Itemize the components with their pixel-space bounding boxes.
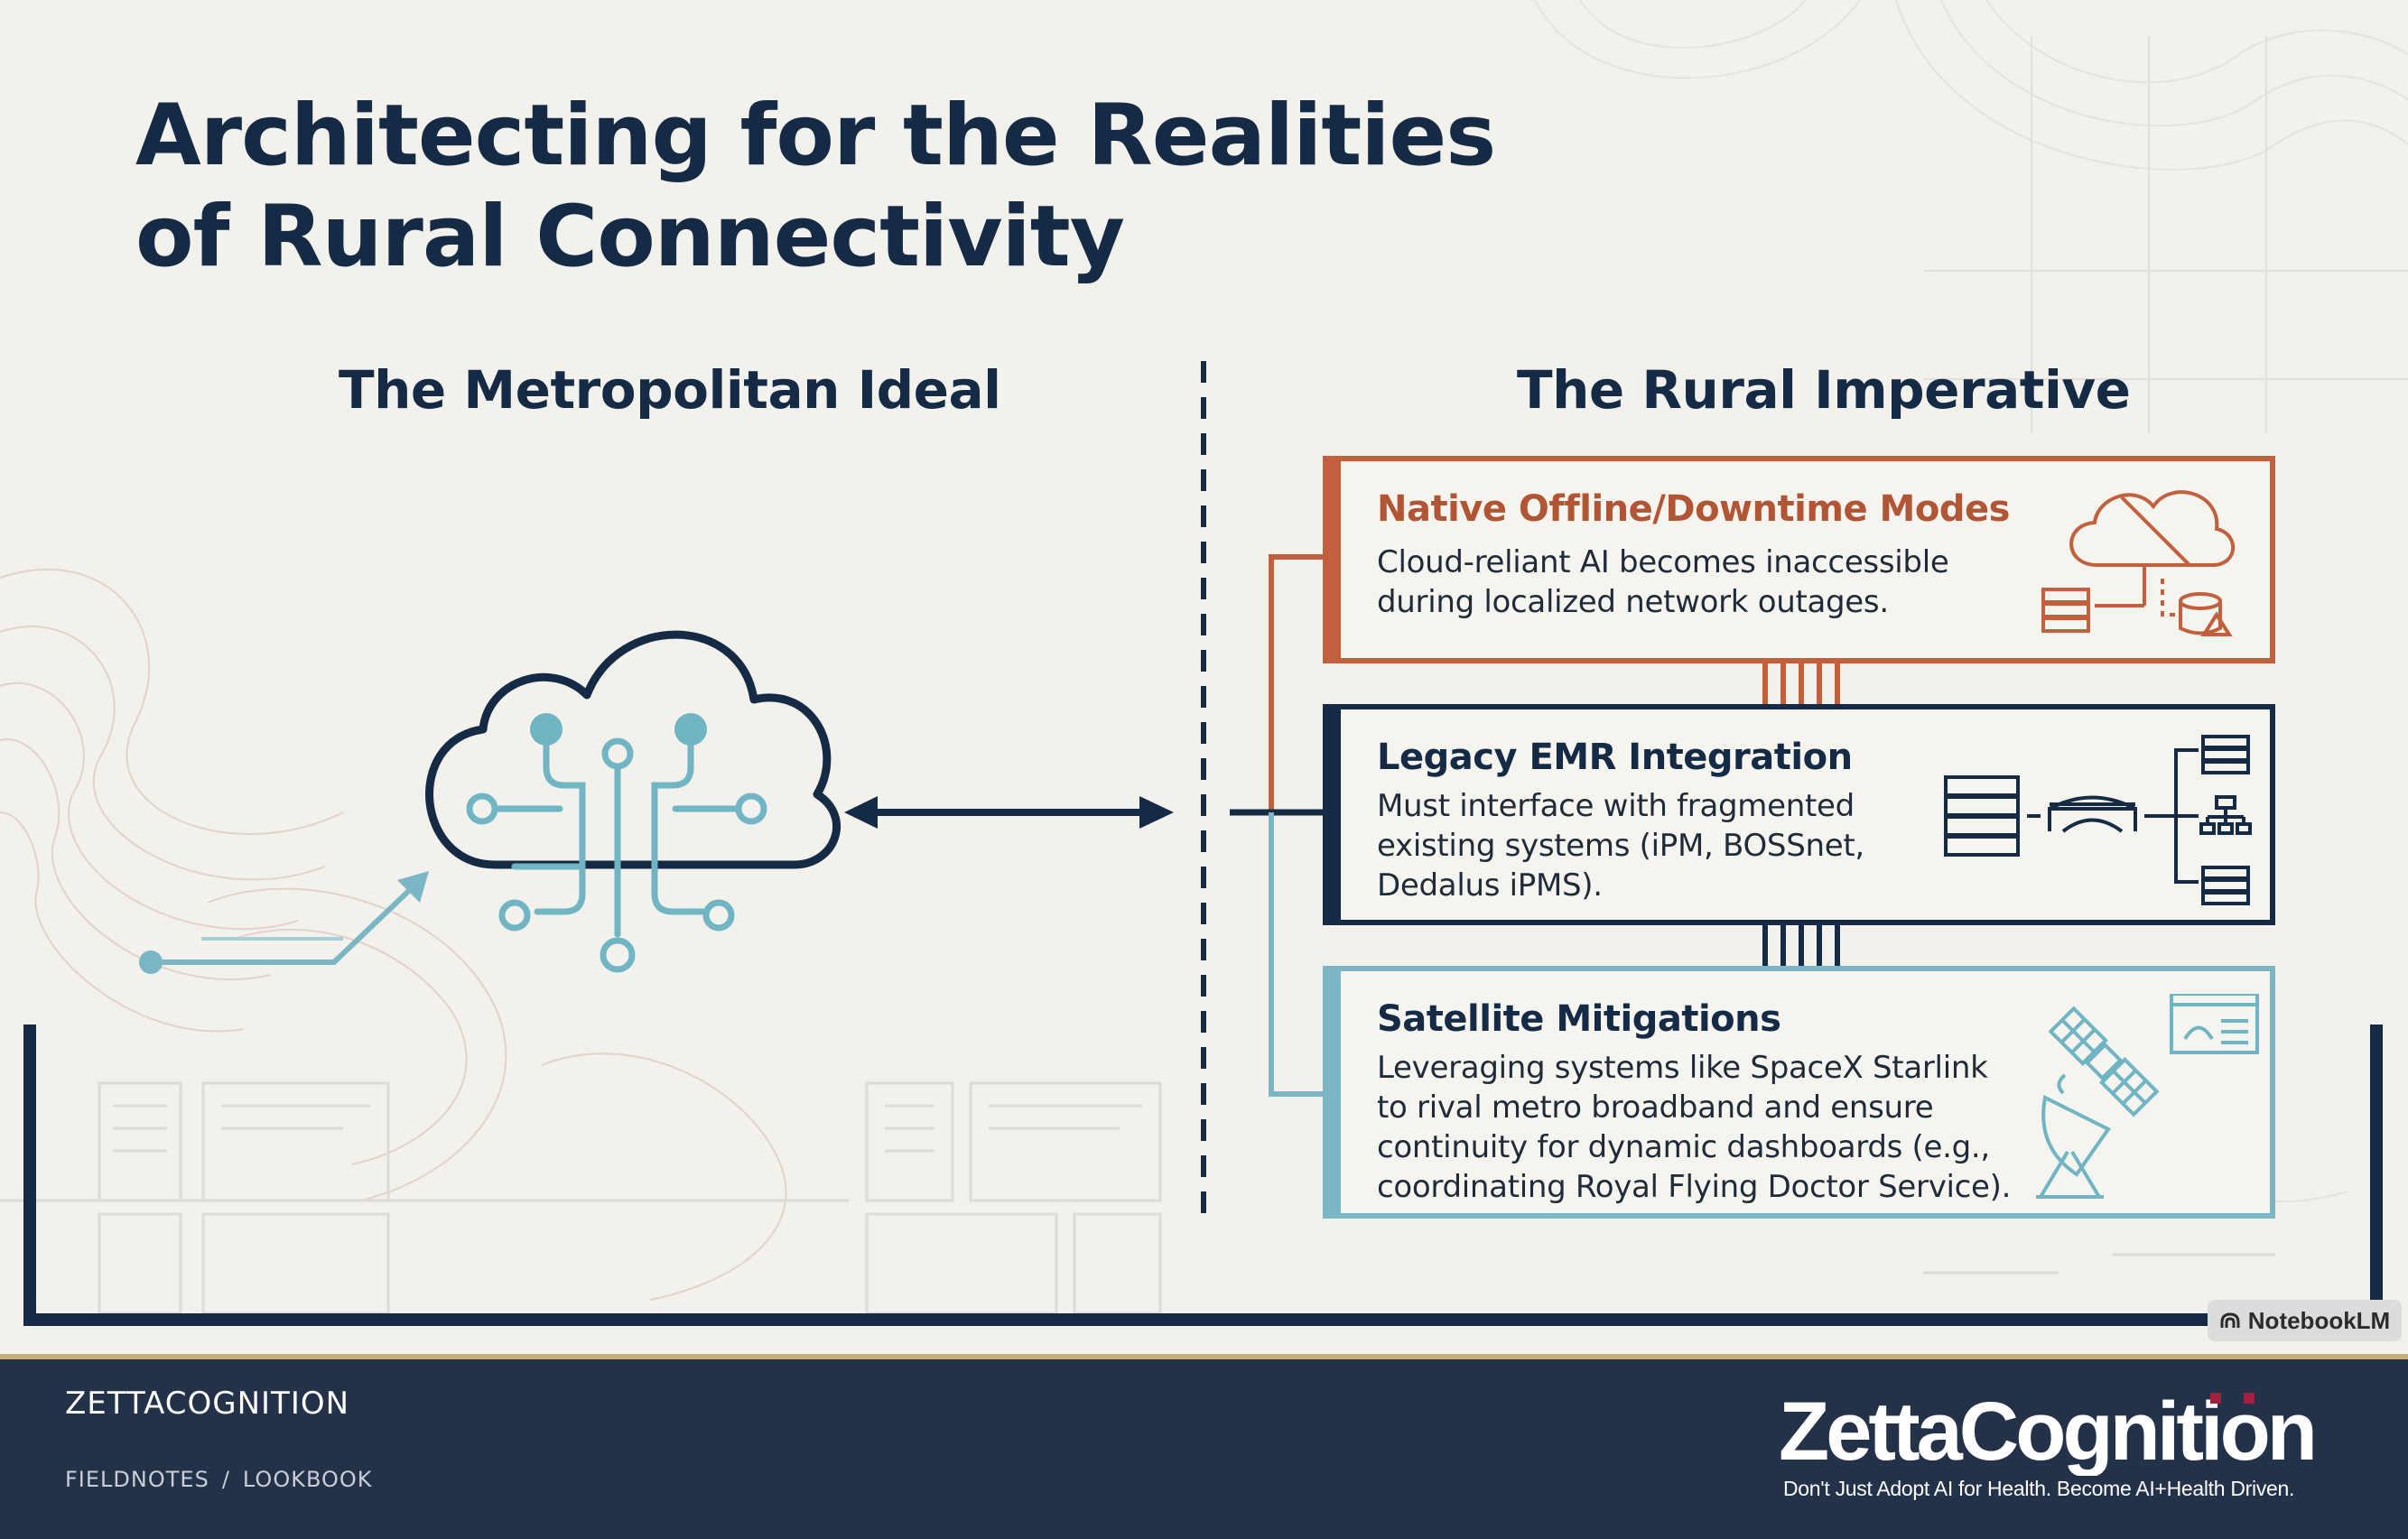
tagline: Don't Just Adopt AI for Health. Become A… bbox=[1783, 1477, 2295, 1500]
right-heading: The Rural Imperative bbox=[1517, 359, 2131, 421]
title-line-2: of Rural Connectivity bbox=[135, 188, 1125, 286]
watermark-label: NotebookLM bbox=[2247, 1306, 2391, 1334]
card-title: Satellite Mitigations bbox=[1377, 998, 1781, 1040]
bidirectional-arrow bbox=[844, 796, 1174, 829]
breadcrumb-fieldnotes[interactable]: FIELDNOTES bbox=[65, 1467, 209, 1492]
footer-bar bbox=[0, 1354, 2408, 1539]
satellite-icon bbox=[2036, 994, 2259, 1199]
brand-name: ZETTACOGNITION bbox=[65, 1386, 350, 1422]
card-legacy-emr: Legacy EMR Integration Must interface wi… bbox=[1323, 704, 2275, 925]
card-title: Legacy EMR Integration bbox=[1377, 737, 1853, 778]
title-line-1: Architecting for the Realities bbox=[135, 87, 1496, 185]
breadcrumb: FIELDNOTES / LOOKBOOK bbox=[65, 1467, 373, 1492]
slide: Architecting for the Realities of Rural … bbox=[0, 0, 2408, 1341]
zettacognition-logo: ZettaCognition bbox=[1779, 1386, 2318, 1476]
topographic-lines bbox=[0, 568, 787, 1301]
card-title: Native Offline/Downtime Modes bbox=[1377, 488, 2010, 530]
card-body: Leveraging systems like SpaceX Starlink … bbox=[1377, 1050, 2012, 1205]
notebooklm-watermark: NotebookLM bbox=[2208, 1300, 2402, 1341]
link-offline-emr bbox=[1762, 662, 1840, 706]
logo-text: ZettaCognition bbox=[1779, 1386, 2314, 1476]
input-line bbox=[139, 871, 429, 974]
logo-dot-1 bbox=[2210, 1393, 2221, 1404]
outer-frame bbox=[23, 1024, 2383, 1326]
card-satellite-mitigations: Satellite Mitigations Leveraging systems… bbox=[1323, 966, 2275, 1219]
card-body: Must interface with fragmented existing … bbox=[1377, 788, 1864, 904]
page-title: Architecting for the Realities of Rural … bbox=[135, 86, 1580, 288]
wireframe-panels bbox=[98, 1081, 1162, 1315]
link-emr-satellite bbox=[1762, 923, 1840, 968]
breadcrumb-lookbook[interactable]: LOOKBOOK bbox=[242, 1467, 373, 1492]
faint-grid bbox=[1923, 36, 2408, 433]
server-bridge-icon bbox=[1944, 735, 2252, 905]
notebooklm-icon bbox=[2220, 1312, 2240, 1328]
cloud-offline-icon bbox=[2041, 490, 2236, 636]
left-heading: The Metropolitan Ideal bbox=[339, 359, 1001, 421]
ai-cloud-icon bbox=[425, 630, 841, 973]
card-connectors bbox=[1230, 554, 1327, 1097]
logo-dot-2 bbox=[2244, 1393, 2255, 1404]
card-body: Cloud-reliant AI becomes inaccessible du… bbox=[1377, 544, 1949, 620]
card-offline-modes: Native Offline/Downtime Modes Cloud-reli… bbox=[1323, 456, 2275, 663]
breadcrumb-separator: / bbox=[221, 1467, 230, 1492]
